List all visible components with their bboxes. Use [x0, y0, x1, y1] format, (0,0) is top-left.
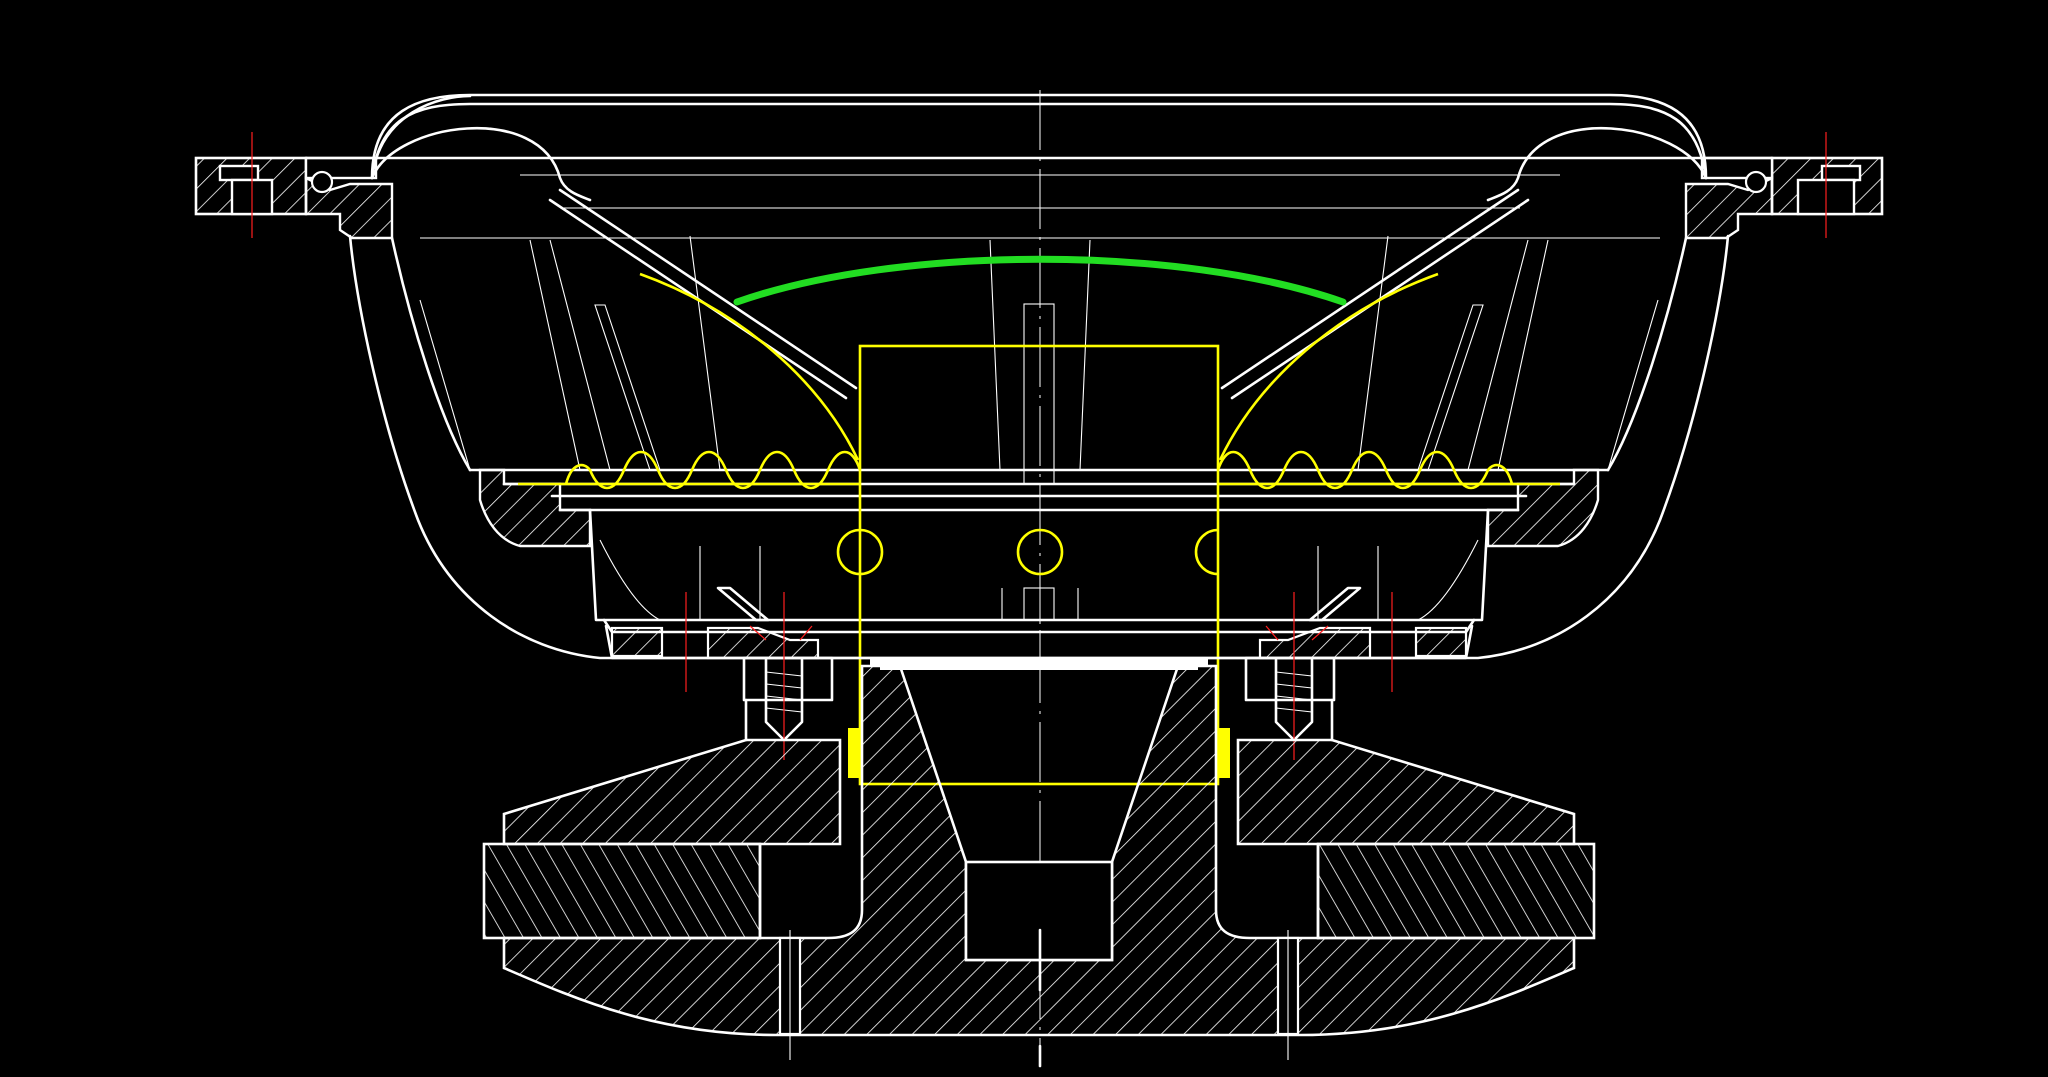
cone — [548, 188, 1530, 621]
surround — [304, 93, 1774, 239]
screws — [685, 592, 1393, 760]
frame-flange-right — [1684, 132, 1884, 240]
frame-flange-left — [194, 132, 394, 240]
top-plate — [502, 698, 1576, 846]
frame-basket — [348, 234, 1730, 660]
magnet — [482, 842, 1596, 940]
pole-top — [870, 658, 1208, 670]
voice-coil-and-spider — [518, 272, 1560, 786]
dust-cap — [733, 255, 1347, 306]
pole-piece — [502, 664, 1576, 1068]
mounting-ring — [604, 586, 1474, 660]
